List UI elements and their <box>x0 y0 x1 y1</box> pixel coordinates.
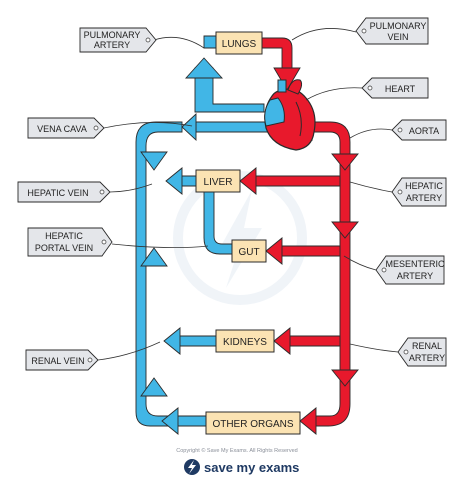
leader-renal-vein <box>97 341 161 361</box>
tag-hepatic-portal-vein: HEPATIC PORTAL VEIN <box>27 227 113 257</box>
leader-heart <box>305 87 363 101</box>
main-vein-arrowhead-mid <box>140 247 168 267</box>
leader-vena-cava <box>103 122 193 129</box>
leader-hepatic-portal-vein <box>111 243 209 248</box>
main-vein-arrowhead-top <box>140 151 168 171</box>
svg-text:AORTA: AORTA <box>409 126 439 136</box>
leader-renal-artery <box>349 343 399 353</box>
hepatic-artery-vessel <box>253 175 341 187</box>
tag-heart: HEART <box>361 77 429 99</box>
organ-liver: LIVER <box>195 169 241 193</box>
tag-renal-vein: RENAL VEIN <box>25 349 99 371</box>
tag-pulmonary-vein: PULMONARY VEIN <box>355 17 429 45</box>
svg-text:MESENTERIC: MESENTERIC <box>385 259 445 269</box>
tag-mesenteric-artery: MESENTERIC ARTERY <box>375 255 445 285</box>
svg-text:HEPATIC VEIN: HEPATIC VEIN <box>27 188 88 198</box>
tag-hepatic-artery: HEPATIC ARTERY <box>391 177 447 207</box>
svg-text:VEIN: VEIN <box>387 32 408 42</box>
renal-vein-vessel <box>177 335 217 347</box>
aorta-arrowhead-mid <box>331 221 359 239</box>
svg-text:RENAL VEIN: RENAL VEIN <box>31 356 84 366</box>
footer: Copyright © Save My Exams. All Rights Re… <box>176 447 299 475</box>
svg-text:HEART: HEART <box>385 84 416 94</box>
svg-text:HEPATIC: HEPATIC <box>45 231 83 241</box>
svg-text:VENA CAVA: VENA CAVA <box>37 124 87 134</box>
other-organs-vein-arrowhead <box>161 407 179 435</box>
leader-hepatic-artery <box>349 181 393 193</box>
leader-hepatic-vein <box>109 183 153 193</box>
organ-kidneys: KIDNEYS <box>215 329 275 353</box>
organ-gut-label: GUT <box>238 247 259 258</box>
mesenteric-artery-vessel <box>279 245 341 257</box>
lightning-bolt-icon <box>184 459 200 475</box>
organ-other-organs: OTHER ORGANS <box>205 411 301 435</box>
aorta-arrowhead-top <box>331 153 359 171</box>
vena-cava-arrowhead <box>181 112 197 142</box>
heart-icon <box>264 79 316 151</box>
pulmonary-artery-to-lungs <box>203 35 217 49</box>
hepatic-artery-arrowhead <box>239 167 257 195</box>
mesenteric-artery-arrowhead <box>265 237 283 265</box>
svg-text:ARTERY: ARTERY <box>397 271 433 281</box>
pulmonary-vein-arrowhead <box>273 67 301 91</box>
pulmonary-artery-arrowhead <box>184 57 224 79</box>
leader-lines <box>97 28 399 361</box>
svg-text:RENAL: RENAL <box>412 341 442 351</box>
organ-lungs-label: LUNGS <box>222 39 257 50</box>
other-organs-artery-arrowhead <box>299 407 317 435</box>
watermark-icon <box>173 171 307 305</box>
svg-text:PULMONARY: PULMONARY <box>370 21 427 31</box>
svg-text:ARTERY: ARTERY <box>94 40 130 50</box>
organ-other-organs-label: OTHER ORGANS <box>212 419 293 430</box>
svg-text:ARTERY: ARTERY <box>406 193 442 203</box>
organ-lungs: LUNGS <box>215 31 263 55</box>
brand-text: save my exams <box>204 460 299 475</box>
hepatic-portal-vein-vessel <box>203 189 233 255</box>
svg-text:PORTAL VEIN: PORTAL VEIN <box>35 243 93 253</box>
organ-kidneys-label: KIDNEYS <box>223 337 267 348</box>
aorta-arrowhead-low <box>331 369 359 387</box>
oxygenated-vessels <box>239 37 359 435</box>
renal-artery-arrowhead <box>273 327 291 355</box>
tag-hepatic-vein: HEPATIC VEIN <box>17 181 111 203</box>
other-organs-vein-vessel <box>175 415 207 427</box>
leader-pulmonary-vein <box>291 28 357 41</box>
leader-aorta <box>349 128 393 139</box>
svg-text:HEPATIC: HEPATIC <box>405 181 443 191</box>
organ-gut: GUT <box>231 239 267 263</box>
deoxygenated-vessels <box>135 35 269 435</box>
renal-artery-vessel <box>287 335 341 347</box>
tag-aorta: AORTA <box>391 119 447 141</box>
pulmonary-vein-vessel <box>261 37 293 71</box>
renal-vein-arrowhead <box>163 327 181 355</box>
svg-text:ARTERY: ARTERY <box>409 353 445 363</box>
tag-vena-cava: VENA CAVA <box>27 117 105 139</box>
hepatic-vein-arrowhead <box>165 167 183 195</box>
copyright-text: Copyright © Save My Exams. All Rights Re… <box>176 447 297 454</box>
leader-mesenteric-artery <box>343 255 377 271</box>
main-vein-arrowhead-low <box>140 377 168 397</box>
leader-pulmonary-artery <box>153 36 205 49</box>
tag-renal-artery: RENAL ARTERY <box>397 337 447 367</box>
svg-text:PULMONARY: PULMONARY <box>84 30 141 40</box>
vena-cava-vessel <box>195 121 269 133</box>
organ-liver-label: LIVER <box>204 177 233 188</box>
tag-pulmonary-artery: PULMONARY ARTERY <box>79 27 157 53</box>
